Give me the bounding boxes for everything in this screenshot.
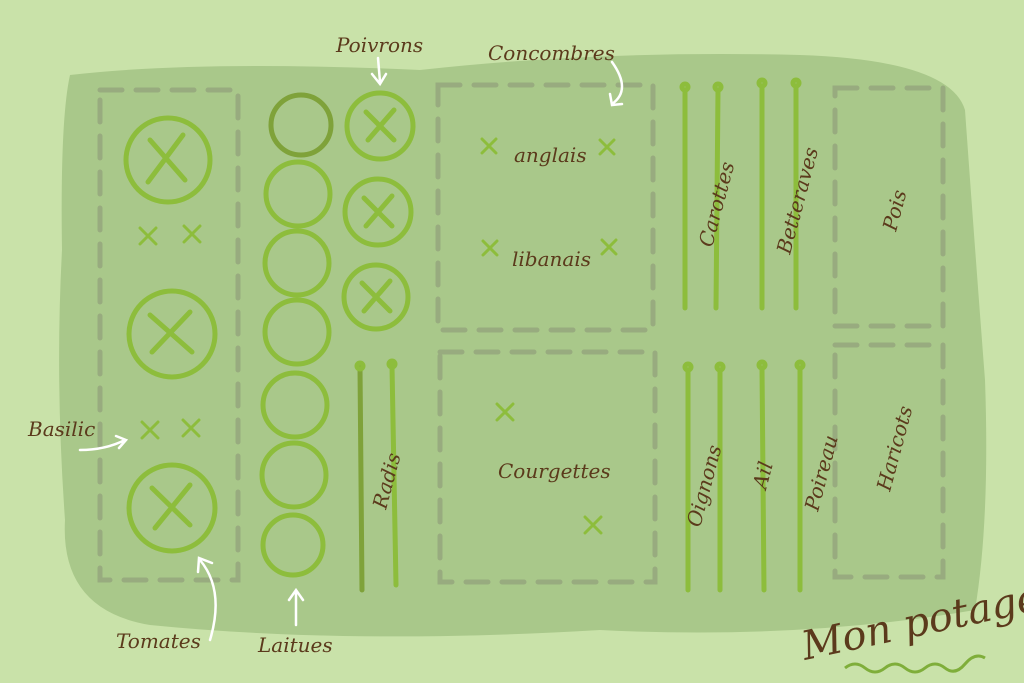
arrow-laitues: [287, 587, 305, 627]
arrow-poivrons: [370, 56, 388, 87]
bed-borders: [97, 82, 946, 585]
title-underline: [844, 654, 986, 674]
tomato-plants: [123, 115, 218, 554]
bed-haricots: [832, 342, 946, 580]
lettuce-plants: [259, 92, 334, 578]
arrow-basilic: [78, 434, 129, 452]
bed-concombres: [435, 82, 656, 333]
label-libanais: libanais: [512, 247, 591, 271]
label-poivrons: Poivrons: [335, 33, 423, 57]
bed-tomates: [97, 87, 241, 583]
label-courgettes: Courgettes: [498, 459, 611, 483]
bed-courgettes: [437, 349, 658, 585]
arrow-concombres: [608, 60, 624, 107]
root-rows: [679, 77, 806, 593]
zucchini-plants: [495, 402, 603, 535]
label-concombres: Concombres: [488, 41, 615, 65]
cucumber-plants: [480, 137, 618, 257]
label-tomates: Tomates: [116, 629, 201, 653]
garden-plot: [59, 54, 987, 637]
pepper-plants: [341, 90, 416, 332]
bed-pois: [832, 85, 946, 329]
arrows: [78, 56, 624, 642]
label-laitues: Laitues: [257, 633, 333, 657]
radish-rows: [354, 358, 399, 593]
label-anglais: anglais: [514, 143, 587, 167]
basil-plants: [138, 224, 202, 440]
arrow-tomates: [196, 556, 217, 642]
label-basilic: Basilic: [27, 417, 95, 441]
